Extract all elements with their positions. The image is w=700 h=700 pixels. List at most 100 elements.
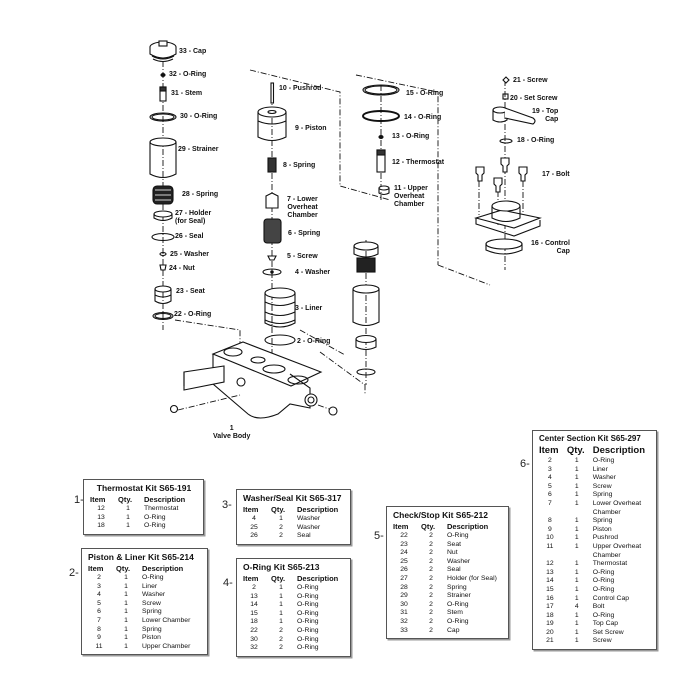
cell-description: O-Ring xyxy=(297,584,319,591)
column-description: Description xyxy=(297,505,339,514)
cell-description: O-Ring xyxy=(592,585,615,593)
column-item: Item xyxy=(243,505,259,514)
cell-description: Spring xyxy=(592,491,613,499)
cell-description: Cap xyxy=(447,626,460,634)
column-qty: Qty. xyxy=(566,445,585,456)
cell-item: 18 xyxy=(546,611,554,619)
callout-27-holder: 27 - Holder (for Seal) xyxy=(175,210,212,225)
cell-qty: 1 xyxy=(126,505,130,512)
cell-item: 28 xyxy=(400,583,408,591)
cell-qty: 2 xyxy=(429,583,433,591)
cell-qty: 1 xyxy=(126,513,130,521)
cell-description: Top Cap xyxy=(592,620,619,628)
cell-qty: 2 xyxy=(429,532,433,539)
cell-description: Washer xyxy=(297,515,321,522)
callout-28-spring: 28 - Spring xyxy=(182,191,219,198)
callout-18-o-ring: 18 - O-Ring xyxy=(517,137,555,144)
cell-item: 23 xyxy=(400,540,408,548)
column-description: Description xyxy=(592,445,645,456)
column-qty: Qty. xyxy=(118,495,133,504)
cell-item: 31 xyxy=(400,609,408,617)
cell-description: O-Ring xyxy=(592,577,615,585)
cell-qty: 1 xyxy=(574,499,579,507)
cell-description: Spring xyxy=(447,583,467,591)
cell-description: O-Ring xyxy=(592,457,615,464)
cell-qty: 1 xyxy=(124,582,128,590)
callout-6-spring: 6 - Spring xyxy=(288,230,321,237)
callout-25-washer: 25 - Washer xyxy=(170,251,210,258)
cell-item: 2 xyxy=(548,457,552,464)
cell-item: 17 xyxy=(546,603,554,611)
cell-description: Piston xyxy=(142,634,161,642)
cell-item: 8 xyxy=(97,625,101,633)
callout-26-seal: 26 - Seal xyxy=(175,233,204,240)
column-item: Item xyxy=(393,522,409,531)
cell-item: 4 xyxy=(548,474,552,482)
cell-qty: 1 xyxy=(574,525,579,533)
cell-item: 14 xyxy=(250,601,258,609)
cell-description: Piston xyxy=(592,525,612,533)
cell-item: 15 xyxy=(250,609,258,617)
cell-qty: 2 xyxy=(429,600,433,608)
cell-item: 9 xyxy=(548,525,552,533)
cell-qty: 1 xyxy=(574,534,579,542)
cell-qty: 1 xyxy=(574,594,579,602)
column-item: Item xyxy=(90,495,106,504)
cell-qty: 1 xyxy=(279,618,283,626)
cell-item: 13 xyxy=(97,513,105,521)
cell-description: O-Ring xyxy=(297,635,319,643)
cell-qty: 1 xyxy=(574,491,579,499)
cell-item: 3 xyxy=(548,465,552,473)
cell-description: O-Ring xyxy=(592,611,615,619)
cell-description: Spring xyxy=(592,517,613,525)
cell-description: O-Ring xyxy=(447,600,469,608)
cell-item: 8 xyxy=(548,517,552,525)
cell-description: Set Screw xyxy=(592,628,624,636)
cell-description: Liner xyxy=(142,582,158,590)
cell-qty: 1 xyxy=(574,585,579,593)
cell-item: 22 xyxy=(400,532,408,539)
callout-9-piston: 9 - Piston xyxy=(295,125,327,132)
cell-description: Washer xyxy=(297,523,321,531)
cell-item: 6 xyxy=(548,491,552,499)
cell-qty: 2 xyxy=(429,609,433,617)
cell-qty: 1 xyxy=(574,482,579,490)
cell-description: Spring xyxy=(142,608,162,616)
kit-title: Piston & Liner Kit S65-214 xyxy=(88,552,194,562)
cell-description: Thermostat xyxy=(144,505,179,512)
callout-32-o-ring: 32 - O-Ring xyxy=(169,71,207,78)
exploded-parts-diagram xyxy=(149,40,542,419)
cell-item: 32 xyxy=(250,644,258,652)
cell-item: 2 xyxy=(97,574,101,581)
cell-item: 11 xyxy=(95,642,103,650)
cell-description: Thermostat xyxy=(592,560,628,568)
callout-13-o-ring: 13 - O-Ring xyxy=(392,133,430,140)
cell-qty: 1 xyxy=(124,591,128,599)
cell-item: 7 xyxy=(97,616,101,624)
cell-qty: 1 xyxy=(574,542,579,550)
column-item: Item xyxy=(539,445,559,456)
